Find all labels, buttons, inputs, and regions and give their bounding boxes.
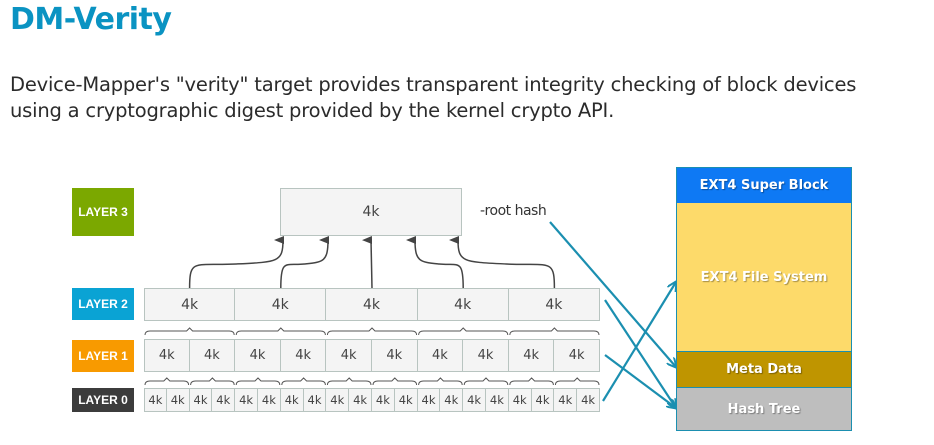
- disk-segment-super-block: EXT4 Super Block: [677, 168, 851, 203]
- layer-0-block: 4k: [462, 388, 486, 412]
- layer-1-block: 4k: [188, 339, 236, 372]
- grouping-brace: [235, 327, 326, 336]
- layer-0-block: 4k: [325, 388, 350, 412]
- hash-up-arrow: [362, 235, 373, 289]
- grouping-brace: [281, 377, 326, 386]
- grouping-brace: [554, 377, 600, 386]
- layer-1-block: 4k: [462, 339, 509, 372]
- layer-0-block: 4k: [439, 388, 464, 412]
- grouping-brace: [418, 377, 463, 386]
- disk-segment-file-system: EXT4 File System: [677, 203, 851, 352]
- grouping-brace: [144, 327, 235, 336]
- grouping-brace: [235, 377, 281, 386]
- layer-1-block: 4k: [553, 339, 600, 372]
- layer-0-block: 4k: [416, 388, 441, 412]
- root-hash-to-metadata-arrow: [549, 221, 676, 367]
- layer-1-to-hash-tree-arrow: [604, 354, 676, 408]
- grouping-brace: [190, 377, 235, 386]
- layer-0-block: 4k: [165, 388, 190, 412]
- subtitle: Device-Mapper's "verity" target provides…: [10, 72, 934, 124]
- layer-3-label: LAYER 3: [72, 188, 134, 236]
- layer-0-block: 4k: [507, 388, 532, 412]
- layer-2-block: 4k: [325, 288, 418, 321]
- layer-2-label: LAYER 2: [72, 288, 134, 320]
- layer-0-block: 4k: [393, 388, 418, 412]
- hash-up-arrow: [280, 236, 330, 289]
- layer-2-block: 4k: [416, 288, 509, 321]
- grouping-brace: [326, 377, 372, 386]
- layer-2-block: 4k: [234, 288, 327, 321]
- layer-2-to-hash-tree-arrow: [604, 299, 676, 408]
- layer-1-block: 4k: [144, 339, 190, 372]
- layer-1-block: 4k: [279, 339, 327, 372]
- layer-2-block: 4k: [144, 288, 236, 321]
- page-title: DM-Verity: [10, 2, 172, 37]
- hash-up-arrow: [188, 236, 285, 289]
- layer-0-block: 4k: [553, 388, 578, 412]
- layer-1-block: 4k: [234, 339, 281, 372]
- layer-0-to-file-system-arrow: [602, 282, 676, 402]
- grouping-brace: [509, 377, 554, 386]
- hash-up-arrow: [406, 235, 464, 289]
- layer-0-block: 4k: [576, 388, 600, 412]
- layer-0-block: 4k: [257, 388, 281, 412]
- layer-0-block: 4k: [279, 388, 304, 412]
- grouping-brace: [418, 327, 509, 336]
- layer-1-label: LAYER 1: [72, 340, 134, 372]
- layer-2-block: 4k: [507, 288, 600, 321]
- disk-layout: EXT4 Super Block EXT4 File System Meta D…: [676, 167, 852, 431]
- layer-0-block: 4k: [485, 388, 509, 412]
- grouping-brace: [144, 377, 190, 386]
- layer-1-block: 4k: [325, 339, 372, 372]
- disk-segment-hash-tree: Hash Tree: [677, 388, 851, 430]
- root-hash-label: -root hash: [480, 203, 547, 219]
- layer-0-block: 4k: [371, 388, 395, 412]
- hash-up-arrow: [449, 235, 556, 289]
- grouping-brace: [463, 377, 509, 386]
- subtitle-line-2: using a cryptographic digest provided by…: [10, 99, 615, 122]
- disk-segment-meta-data: Meta Data: [677, 352, 851, 388]
- grouping-brace: [509, 327, 600, 336]
- layer-3-block: 4k: [280, 188, 462, 236]
- grouping-brace: [326, 327, 418, 336]
- layer-1-block: 4k: [371, 339, 418, 372]
- subtitle-line-1: Device-Mapper's "verity" target provides…: [10, 73, 857, 96]
- layer-0-label: LAYER 0: [72, 388, 134, 412]
- grouping-brace: [372, 377, 418, 386]
